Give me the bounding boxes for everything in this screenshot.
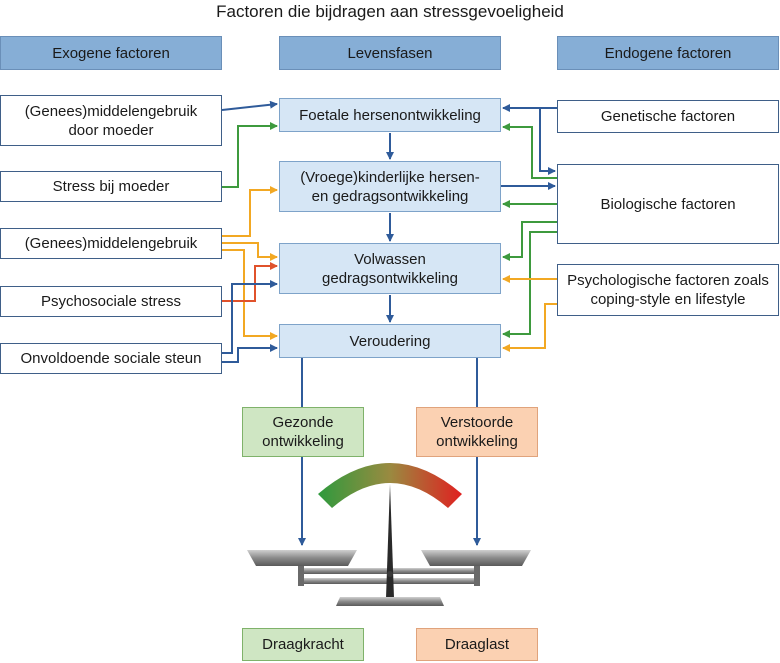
- phase-adult: Volwassen gedragsontwikkeling: [279, 243, 501, 294]
- factor-social-support: Onvoldoende sociale steun: [0, 343, 222, 374]
- arrow-stress-mother: [222, 122, 278, 188]
- factor-psychological: Psychologische factoren zoals coping-sty…: [557, 264, 779, 316]
- label-capacity: Draagkracht: [242, 628, 364, 661]
- factor-drug-use: (Genees)middelengebruik: [0, 228, 222, 259]
- arrow-drug-mother: [221, 100, 278, 111]
- factor-genetic: Genetische factoren: [557, 100, 779, 133]
- phase-aging: Veroudering: [279, 324, 501, 358]
- balance-needle: [386, 484, 394, 598]
- arrow-support-adult: [222, 280, 278, 354]
- header-phases: Levensfasen: [279, 36, 501, 70]
- diagram-title: Factoren die bijdragen aan stressgevoeli…: [216, 2, 564, 21]
- arrow-drug-child: [222, 186, 278, 237]
- arrow-biological-fetal: [502, 123, 557, 179]
- factor-drug-use-mother: (Genees)middelengebruik door moeder: [0, 95, 222, 146]
- gauge-arc: [318, 463, 462, 508]
- phase-fetal: Foetale hersenontwikkeling: [279, 98, 501, 132]
- header-exogenous: Exogene factoren: [0, 36, 222, 70]
- header-endogenous: Endogene factoren: [557, 36, 779, 70]
- factor-stress-mother: Stress bij moeder: [0, 171, 222, 202]
- arrow-psychological-aging: [502, 303, 557, 352]
- balance-scale: [247, 484, 531, 606]
- outcome-healthy: Gezonde ontwikkeling: [242, 407, 364, 457]
- factor-psychosocial-stress: Psychosociale stress: [0, 286, 222, 317]
- outcome-disturbed: Verstoorde ontwikkeling: [416, 407, 538, 457]
- arrow-drug-aging: [222, 249, 278, 340]
- phase-child: (Vroege)kinderlijke hersen- en gedragson…: [279, 161, 501, 212]
- arrow-biological-aging: [502, 231, 557, 338]
- arrow-support-aging: [222, 344, 278, 363]
- arrow-biological-adult: [502, 221, 557, 261]
- label-load: Draaglast: [416, 628, 538, 661]
- arrow-drug-adult: [222, 242, 278, 261]
- arrow-genetic-biological: [522, 107, 556, 175]
- factor-biological: Biologische factoren: [557, 164, 779, 244]
